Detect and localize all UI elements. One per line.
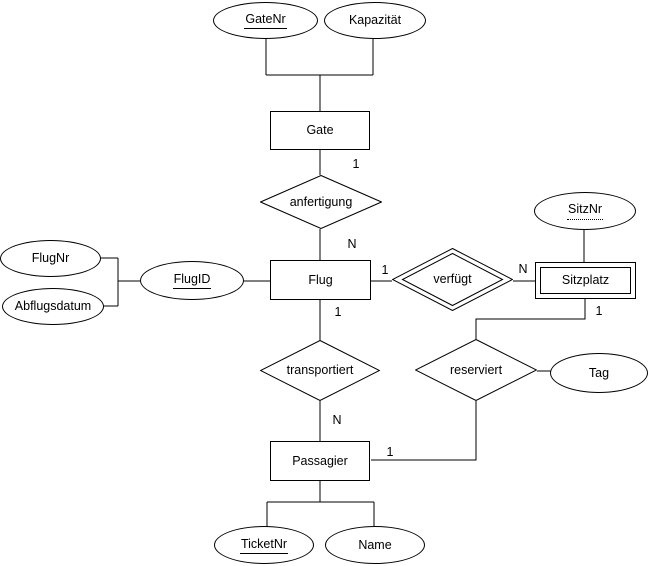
attribute-flugnr-label: FlugNr bbox=[31, 251, 70, 265]
cardinality-flug-transportiert: 1 bbox=[334, 305, 342, 319]
relationship-transportiert: transportiert bbox=[260, 340, 380, 401]
edge-sitzplatz-reserviert bbox=[475, 298, 586, 340]
diamond-shape-reserviert bbox=[415, 339, 537, 401]
attribute-kapazitaet: Kapazität bbox=[324, 2, 426, 39]
entity-passagier-label: Passagier bbox=[292, 453, 348, 468]
attribute-sitznr-label: SitzNr bbox=[566, 202, 604, 220]
cardinality-reserviert-passagier: 1 bbox=[386, 445, 394, 459]
attribute-tag: Tag bbox=[550, 353, 648, 393]
attribute-flugnr: FlugNr bbox=[0, 240, 101, 277]
cardinality-gate-anfertigung: 1 bbox=[352, 157, 360, 171]
attribute-gatenr-label: GateNr bbox=[244, 12, 287, 29]
double-diamond-shape-verfuegt bbox=[392, 248, 513, 311]
attribute-ticketnr: TicketNr bbox=[214, 526, 314, 564]
cardinality-sitzplatz-reserviert: 1 bbox=[595, 304, 603, 318]
attribute-sitznr: SitzNr bbox=[534, 192, 636, 230]
relationship-verfuegt: verfügt bbox=[392, 248, 513, 311]
attribute-abflugsdatum: Abflugsdatum bbox=[2, 288, 104, 325]
relationship-verfuegt-label: verfügt bbox=[433, 272, 472, 286]
cardinality-flug-verfuegt: 1 bbox=[381, 263, 389, 277]
attribute-name-label: Name bbox=[358, 537, 392, 552]
relationship-transportiert-label: transportiert bbox=[286, 363, 354, 377]
cardinality-transportiert-passagier: N bbox=[332, 413, 342, 427]
cardinality-verfuegt-sitzplatz: N bbox=[518, 262, 528, 276]
entity-sitzplatz: Sitzplatz bbox=[535, 262, 636, 299]
relationship-reserviert-label: reserviert bbox=[449, 362, 503, 377]
attribute-name: Name bbox=[325, 526, 425, 564]
diamond-shape-transportiert bbox=[260, 340, 380, 401]
attribute-gatenr: GateNr bbox=[213, 2, 318, 39]
edge-reserviert-passagier bbox=[371, 401, 477, 461]
relationship-anfertigung-label: anfertigung bbox=[289, 194, 353, 209]
entity-gate-label: Gate bbox=[306, 123, 334, 137]
entity-flug-label: Flug bbox=[308, 272, 333, 287]
entity-flug: Flug bbox=[270, 260, 371, 300]
attribute-flugid: FlugID bbox=[140, 261, 244, 300]
attribute-kapazitaet-label: Kapazität bbox=[348, 13, 402, 27]
attribute-ticketnr-label: TicketNr bbox=[239, 537, 289, 554]
attribute-flugid-label: FlugID bbox=[172, 272, 212, 289]
relationship-reserviert: reserviert bbox=[415, 339, 537, 401]
attribute-tag-label: Tag bbox=[588, 365, 610, 380]
relationship-anfertigung: anfertigung bbox=[260, 175, 382, 229]
entity-sitzplatz-label: Sitzplatz bbox=[561, 273, 610, 287]
diamond-shape-anfertigung bbox=[260, 175, 382, 229]
cardinality-anfertigung-flug: N bbox=[347, 237, 357, 251]
entity-gate: Gate bbox=[270, 111, 370, 150]
attribute-abflugsdatum-label: Abflugsdatum bbox=[14, 299, 92, 313]
entity-passagier: Passagier bbox=[270, 441, 370, 481]
